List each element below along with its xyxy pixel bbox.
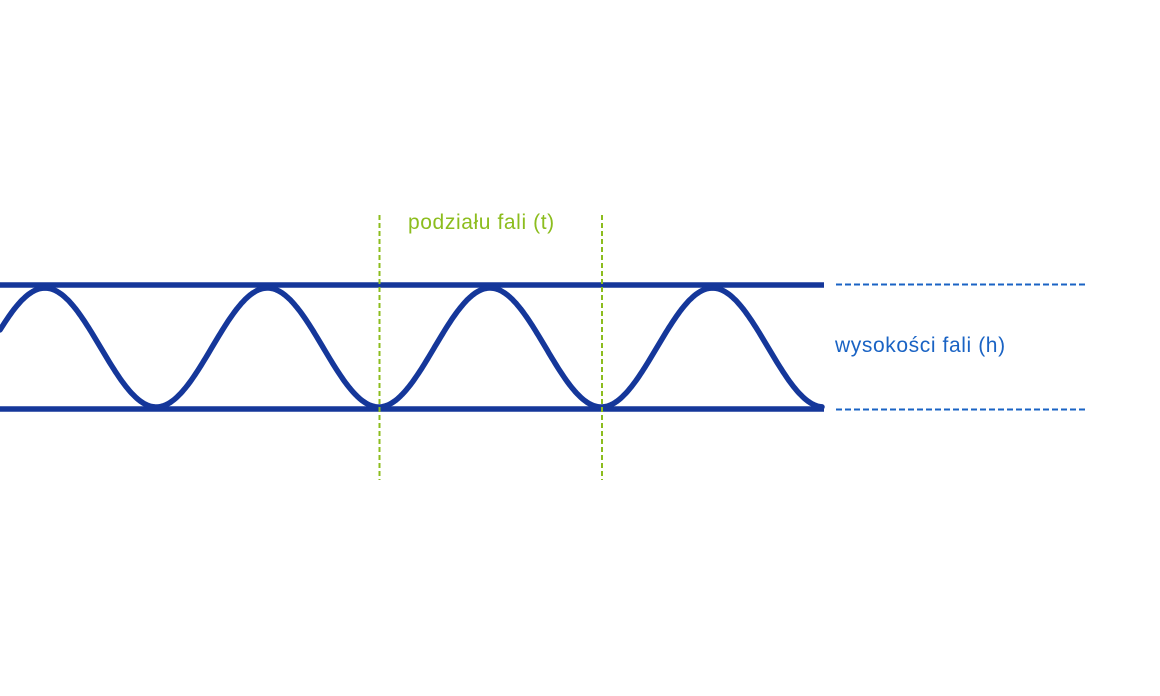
flute-wave (0, 285, 825, 410)
height-label: wysokości fali (h) (835, 334, 1006, 357)
pitch-label: podziału fali (t) (408, 211, 555, 234)
